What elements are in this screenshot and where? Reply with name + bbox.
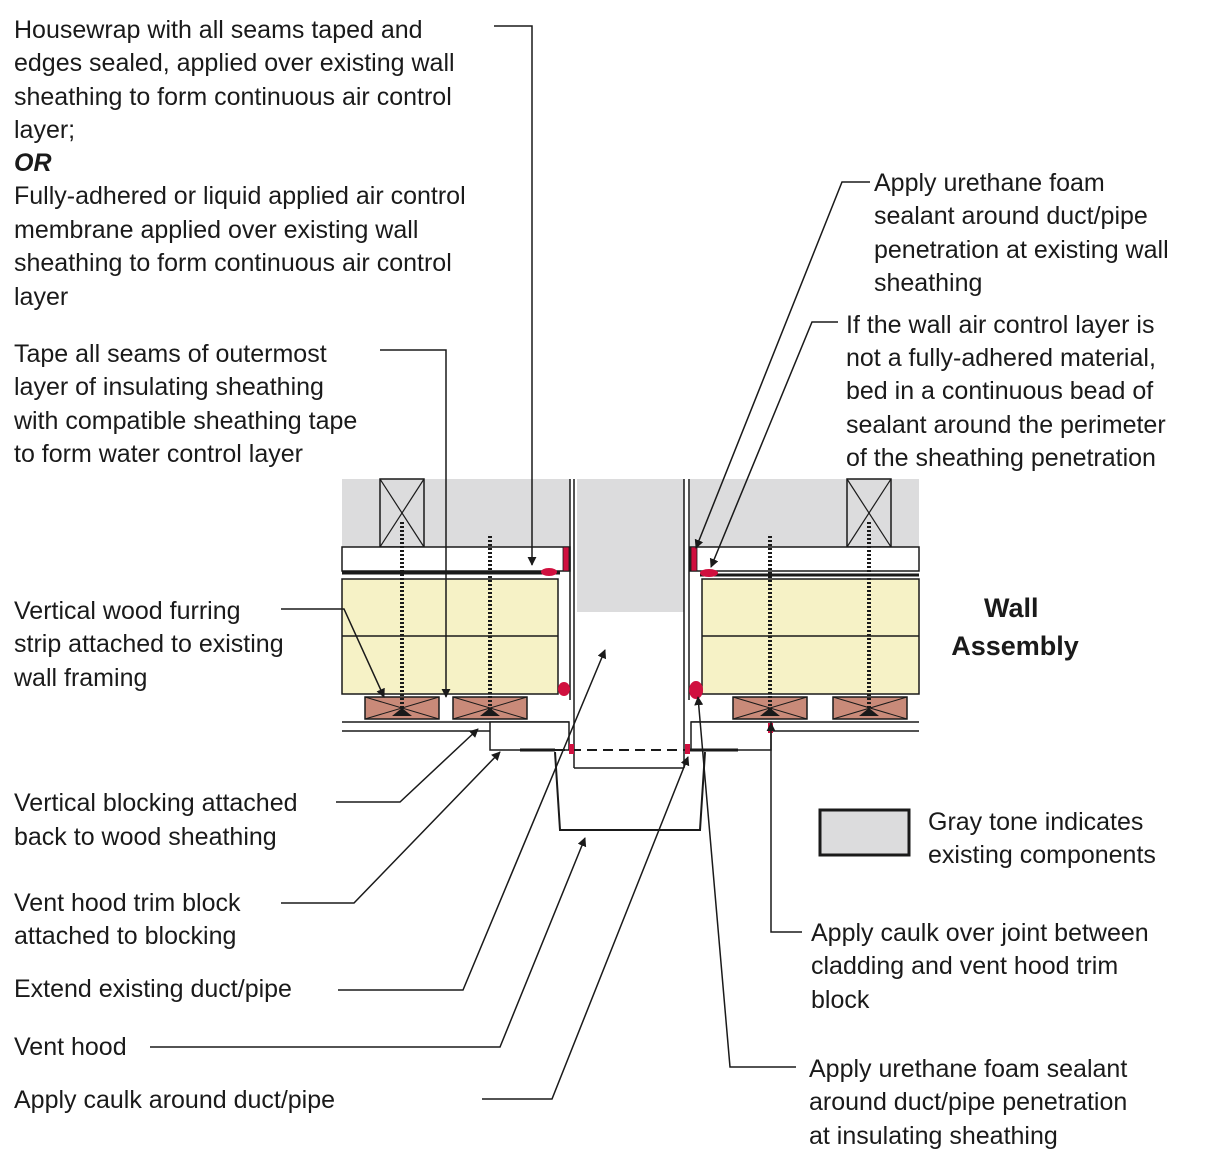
- sealant-beads: [541, 546, 773, 754]
- stud-right: [846, 478, 892, 548]
- label-blocking: Vertical blocking attached back to wood …: [14, 789, 304, 851]
- label-caulk-duct: Apply caulk around duct/pipe: [14, 1086, 335, 1114]
- wood-sheathing-left: [341, 546, 571, 572]
- trim-block-left: [489, 721, 570, 751]
- label-furring: Vertical wood furring strip attached to …: [13, 597, 291, 692]
- label-housewrap: Housewrap with all seams taped and edges…: [14, 16, 462, 144]
- existing-wall-right: [690, 479, 919, 547]
- furring-strips: [364, 696, 908, 720]
- duct-pipe: [569, 479, 690, 769]
- existing-wall-left: [342, 479, 570, 547]
- label-or: OR: [14, 149, 52, 177]
- legend-text: Gray tone indicates existing components: [928, 808, 1156, 869]
- label-sealant-bead: If the wall air control layer is not a f…: [846, 311, 1173, 472]
- label-vent-hood: Vent hood: [14, 1033, 127, 1061]
- label-trim-block: Vent hood trim block attached to blockin…: [14, 889, 247, 950]
- insulation-right: [701, 578, 920, 695]
- legend-swatch: [818, 808, 911, 857]
- label-foam-insulation: Apply urethane foam sealant around duct/…: [809, 1055, 1134, 1150]
- screws: [392, 522, 879, 716]
- leader-lines: [150, 25, 870, 1100]
- label-extend-duct: Extend existing duct/pipe: [14, 975, 292, 1003]
- vent-hood: [520, 748, 738, 831]
- wall-assembly-title: Wall Assembly: [951, 593, 1079, 661]
- trim-block-right: [690, 721, 772, 751]
- label-tape-seams: Tape all seams of outermost layer of ins…: [13, 340, 364, 468]
- existing-duct-gray: [577, 479, 684, 612]
- label-caulk-joint: Apply caulk over joint between cladding …: [811, 919, 1156, 1014]
- label-foam-wall: Apply urethane foam sealant around duct/…: [874, 169, 1176, 297]
- wall-section-drawing: [341, 478, 920, 831]
- label-membrane: Fully-adhered or liquid applied air cont…: [14, 182, 473, 311]
- insulation-left: [341, 578, 559, 695]
- cladding: [342, 721, 919, 732]
- wood-sheathing-right: [689, 546, 920, 572]
